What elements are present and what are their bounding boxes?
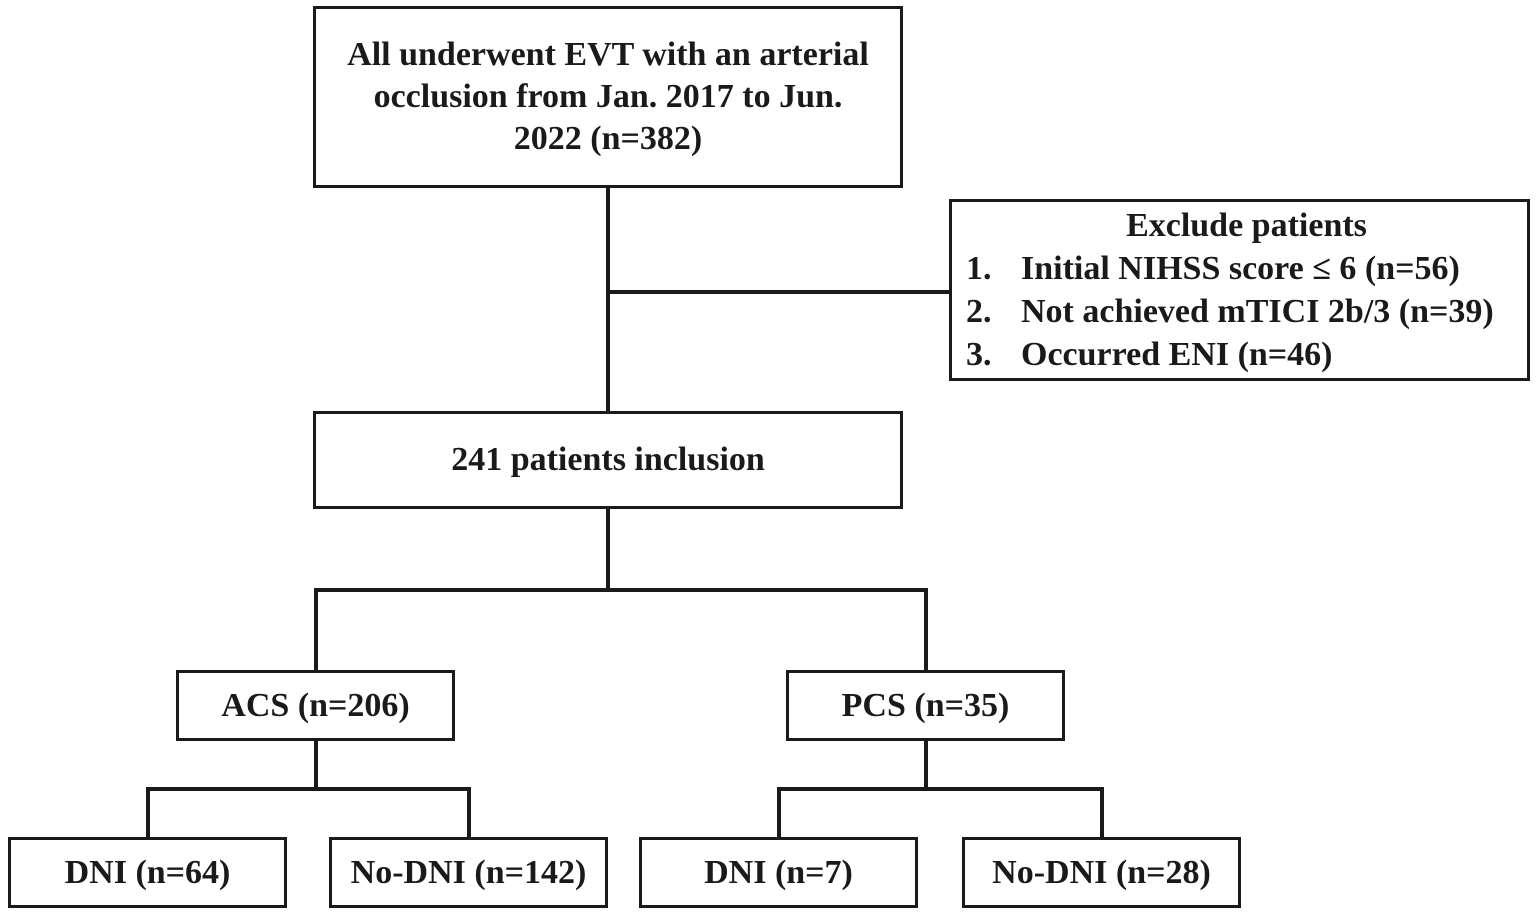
exclude-item-number: 2. — [966, 292, 992, 330]
exclude-item-text: Not achieved mTICI 2b/3 (n=39) — [1021, 292, 1494, 330]
top-line-3: 2022 (n=382) — [513, 120, 703, 157]
box-acs: ACS (n=206) — [176, 670, 455, 741]
exclude-item: 3. Occurred ENI (n=46) — [966, 333, 1333, 376]
exclude-title: Exclude patients — [1126, 206, 1367, 244]
box-all-underwent-evt-text: All underwent EVT with an arterial occlu… — [347, 34, 869, 160]
acs-dni-label: DNI (n=64) — [64, 853, 231, 891]
box-acs-dni: DNI (n=64) — [8, 837, 287, 908]
exclude-item-number: 3. — [966, 335, 992, 373]
top-line-1: All underwent EVT with an arterial — [347, 36, 869, 73]
box-patients-inclusion: 241 patients inclusion — [313, 411, 903, 509]
exclude-item: 1. Initial NIHSS score ≤ 6 (n=56) — [966, 247, 1460, 290]
box-pcs: PCS (n=35) — [786, 670, 1065, 741]
box-all-underwent-evt: All underwent EVT with an arterial occlu… — [313, 6, 903, 188]
top-line-2: occlusion from Jan. 2017 to Jun. — [373, 78, 843, 115]
exclude-item-text: Initial NIHSS score ≤ 6 (n=56) — [1021, 249, 1460, 287]
inclusion-text: 241 patients inclusion — [451, 441, 765, 478]
acs-label: ACS (n=206) — [221, 686, 410, 724]
exclude-item-text: Occurred ENI (n=46) — [1021, 335, 1333, 373]
pcs-label: PCS (n=35) — [841, 686, 1010, 724]
exclude-item: 2. Not achieved mTICI 2b/3 (n=39) — [966, 290, 1494, 333]
box-exclude-patients: Exclude patients 1. Initial NIHSS score … — [949, 199, 1530, 381]
pcs-dni-label: DNI (n=7) — [704, 853, 853, 891]
acs-no-dni-label: No-DNI (n=142) — [350, 853, 587, 891]
box-pcs-dni: DNI (n=7) — [639, 837, 918, 908]
pcs-no-dni-label: No-DNI (n=28) — [992, 853, 1211, 891]
box-pcs-no-dni: No-DNI (n=28) — [962, 837, 1241, 908]
exclude-item-number: 1. — [966, 249, 992, 287]
box-acs-no-dni: No-DNI (n=142) — [329, 837, 608, 908]
